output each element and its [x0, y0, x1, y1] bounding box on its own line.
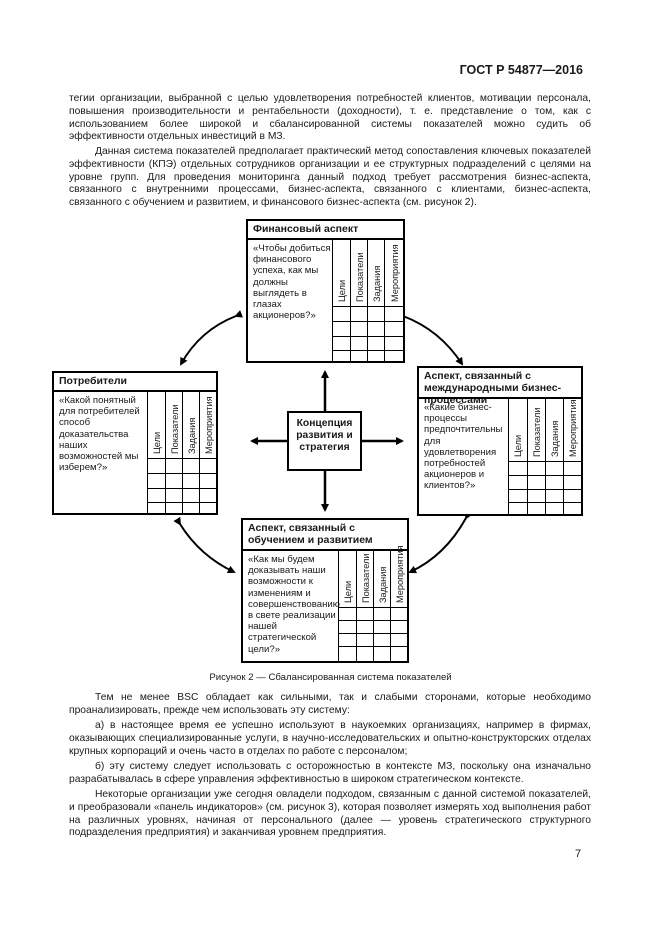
column-activities: Мероприятия — [568, 399, 578, 457]
paragraph-bsc-strengths: Тем не менее BSC обладает как сильными, … — [69, 692, 591, 716]
box-processes-title: Аспект, связанный с международными бизне… — [424, 370, 562, 406]
column-indicators: Показатели — [354, 252, 365, 302]
column-goals: Цели — [151, 431, 162, 454]
column-indicators: Показатели — [360, 553, 371, 603]
box-financial-grid: Цели Показатели Задания Мероприятия — [332, 240, 403, 361]
column-tasks: Задания — [377, 566, 388, 603]
box-customers: Потребители «Какой понятный для потребит… — [52, 371, 218, 515]
box-financial-question: «Чтобы добиться финансового успеха, как … — [253, 243, 331, 322]
box-learning: Аспект, связанный с обучением и развитие… — [241, 518, 409, 663]
column-indicators: Показатели — [169, 404, 180, 454]
paragraph-item-a: а) в настоящее время ее успешно использу… — [69, 720, 591, 757]
paragraph-item-b: б) эту систему следует использовать с ос… — [69, 761, 591, 785]
column-tasks: Задания — [371, 265, 382, 302]
column-goals: Цели — [342, 580, 353, 603]
box-customers-grid: Цели Показатели Задания Мероприятия — [147, 392, 216, 513]
center-strategy-box: Концепция развития и стратегия — [287, 411, 362, 471]
column-tasks: Задания — [186, 417, 197, 454]
column-tasks: Задания — [550, 420, 560, 457]
box-processes: Аспект, связанный с международными бизне… — [417, 366, 583, 516]
curve-financial-processes — [395, 310, 464, 366]
column-goals: Цели — [336, 279, 347, 302]
box-financial-title: Финансовый аспект — [253, 223, 359, 235]
paragraph-dashboard: Некоторые организации уже сегодня овладе… — [69, 789, 591, 839]
box-customers-question: «Какой понятный для потребителей способ … — [59, 395, 140, 474]
figure-caption: Рисунок 2 — Сбалансированная система пок… — [209, 672, 452, 683]
box-processes-grid: Цели Показатели Задания Мероприятия — [508, 399, 581, 514]
box-processes-question: «Какие бизнес-процессы предпочтительны д… — [424, 402, 503, 492]
column-indicators: Показатели — [532, 407, 542, 457]
curve-customers-learning — [173, 516, 236, 574]
box-learning-title: Аспект, связанный с обучением и развитие… — [248, 522, 373, 546]
box-learning-question: «Как мы будем доказывать наши возможност… — [248, 554, 340, 655]
standard-number: ГОСТ Р 54877—2016 — [459, 63, 583, 77]
curve-financial-customers — [180, 310, 244, 366]
box-financial: Финансовый аспект «Чтобы добиться финанс… — [246, 219, 405, 363]
column-activities: Мероприятия — [389, 244, 400, 302]
paragraph-strategy-intro: тегии организации, выбранной с целью удо… — [69, 93, 591, 143]
curve-processes-learning — [408, 510, 473, 574]
column-activities: Мероприятия — [203, 396, 214, 454]
column-activities: Мероприятия — [394, 545, 405, 603]
paragraph-kpi-method: Данная система показателей предполагает … — [69, 146, 591, 209]
column-goals: Цели — [513, 434, 523, 457]
page-number: 7 — [575, 848, 582, 860]
box-customers-title: Потребители — [59, 375, 128, 387]
box-learning-grid: Цели Показатели Задания Мероприятия — [338, 545, 407, 661]
